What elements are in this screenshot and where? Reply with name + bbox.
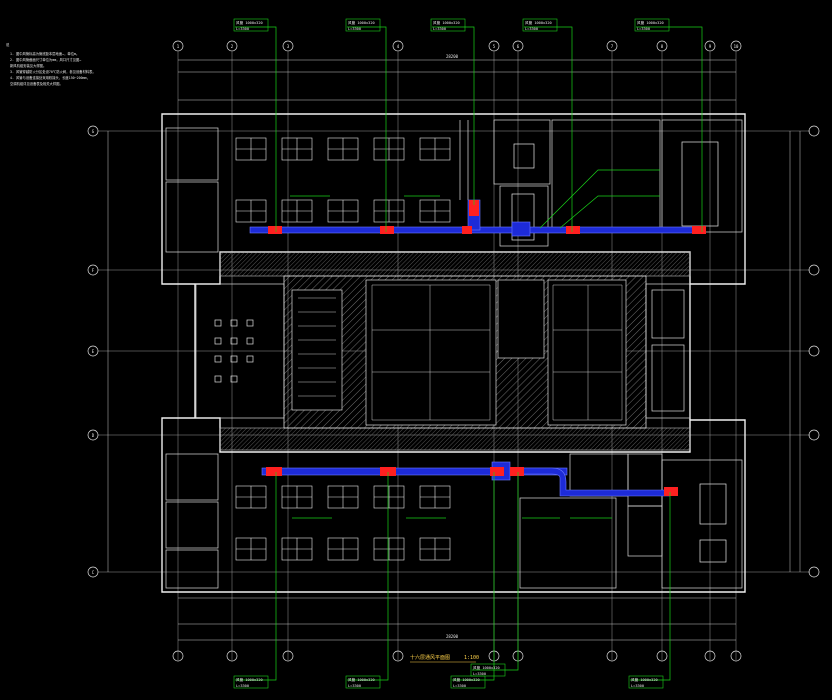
svg-text:E: E (92, 349, 95, 354)
svg-text:风管 1000x320: 风管 1000x320 (525, 20, 552, 25)
note-line: 4. 风管与设备连接处采用软接头，长度150~200mm， (10, 75, 90, 80)
svg-text:L=3300: L=3300 (348, 684, 361, 688)
svg-text:L=3300: L=3300 (433, 27, 446, 31)
notes-heading: 说 (6, 42, 10, 47)
svg-text:8: 8 (661, 44, 664, 49)
building-core (283, 275, 647, 429)
svg-text:10: 10 (734, 44, 739, 49)
equipment-tag: 风管 1000x320 L=3300 (233, 675, 269, 689)
drawing-title-block: 十六层通风平面图 1:100 (410, 654, 479, 663)
note-line: 2. 图中风管截面尺寸单位为mm，风口尺寸见图… (10, 57, 81, 62)
svg-text:L=3300: L=3300 (637, 27, 650, 31)
equipment-tag: 风管 1000x320 L=3300 (470, 663, 506, 677)
corridor-upper (219, 251, 691, 277)
equipment-tag: 风管 1000x320 L=3300 (345, 675, 381, 689)
equipment-tag: 风管 1000x320 L=3300 (628, 675, 664, 689)
svg-text:风管 1000x320: 风管 1000x320 (637, 20, 664, 25)
svg-text:L=3300: L=3300 (348, 27, 361, 31)
svg-text:风管 1000x320: 风管 1000x320 (236, 677, 263, 682)
svg-text:1: 1 (177, 44, 180, 49)
grid-bubble-right (808, 125, 820, 578)
general-notes: 说 1. 图中风管标高为管底距本层地面…，单位m。 2. 图中风管截面尺寸单位为… (6, 42, 96, 86)
note-line: 3. 风管穿越防火分区处设70℃防火阀，参见设备材料表。 (10, 69, 96, 74)
west-offices (165, 127, 219, 589)
svg-text:5: 5 (493, 44, 496, 49)
svg-text:3: 3 (287, 44, 290, 49)
equipment-tag: 风管 1000x320 L=3300 (430, 18, 466, 32)
grid-bubble-bottom (172, 650, 742, 662)
svg-text:L=3300: L=3300 (631, 684, 644, 688)
note-line: 空调机组详见设备表及相关大样图。 (10, 81, 63, 86)
svg-text:L=3300: L=3300 (236, 684, 249, 688)
svg-text:2: 2 (231, 44, 234, 49)
svg-text:7: 7 (611, 44, 614, 49)
note-line: 新风机组安装见大样图。 (10, 63, 46, 68)
equipment-tag: 风管 1000x320 L=3300 (522, 18, 558, 32)
svg-text:F: F (92, 268, 95, 273)
svg-text:G: G (92, 129, 95, 134)
duct-dampers (266, 200, 706, 496)
dimension-bottom-overall: 28200 (446, 634, 459, 639)
svg-text:风管 1000x320: 风管 1000x320 (453, 677, 480, 682)
drawing-scale: 1:100 (464, 655, 479, 661)
svg-text:L=3300: L=3300 (525, 27, 538, 31)
svg-text:风管 1000x320: 风管 1000x320 (473, 665, 500, 670)
grid-bubble-left (87, 125, 99, 578)
conference-table-lower (699, 483, 727, 563)
equipment-tag: 风管 1000x320 L=3300 (345, 18, 381, 32)
svg-text:风管 1000x320: 风管 1000x320 (433, 20, 460, 25)
svg-text:L=3300: L=3300 (453, 684, 466, 688)
grid-labels: 1 2 3 4 5 6 7 8 9 10 G F E D C (92, 44, 739, 575)
grid-bubbles (87, 40, 820, 662)
note-line: 1. 图中风管标高为管底距本层地面…，单位m。 (10, 51, 79, 56)
equipment-tag: 风管 1000x320 L=3300 (450, 675, 486, 689)
svg-text:风管 1000x320: 风管 1000x320 (631, 677, 658, 682)
dimension-top-overall: 28200 (446, 54, 459, 59)
lower-wing-rooms (519, 453, 743, 589)
svg-text:D: D (92, 433, 95, 438)
svg-text:C: C (92, 570, 95, 575)
svg-text:4: 4 (397, 44, 400, 49)
svg-text:风管 1000x320: 风管 1000x320 (348, 677, 375, 682)
equipment-tag: 风管 1000x320 L=3300 (233, 18, 269, 32)
drawing-title: 十六层通风平面图 (410, 654, 450, 661)
svg-text:L=3300: L=3300 (236, 27, 249, 31)
equipment-tags: 风管 1000x320 L=3300 风管 1000x320 L=3300 风管… (233, 18, 670, 689)
dimension-lines (107, 59, 801, 641)
grid-bubble-top (172, 40, 742, 52)
svg-text:6: 6 (517, 44, 520, 49)
middle-rooms (195, 283, 691, 419)
svg-text:风管 1000x320: 风管 1000x320 (348, 20, 375, 25)
lobby-columns (214, 319, 254, 383)
svg-text:风管 1000x320: 风管 1000x320 (236, 20, 263, 25)
svg-text:9: 9 (709, 44, 712, 49)
supply-duct-lower (261, 461, 671, 497)
corridor-lower (219, 427, 691, 451)
equipment-tag: 风管 1000x320 L=3300 (634, 18, 670, 32)
workstation-clusters (235, 137, 451, 561)
svg-text:L=3300: L=3300 (473, 672, 486, 676)
leader-lines (235, 26, 703, 681)
